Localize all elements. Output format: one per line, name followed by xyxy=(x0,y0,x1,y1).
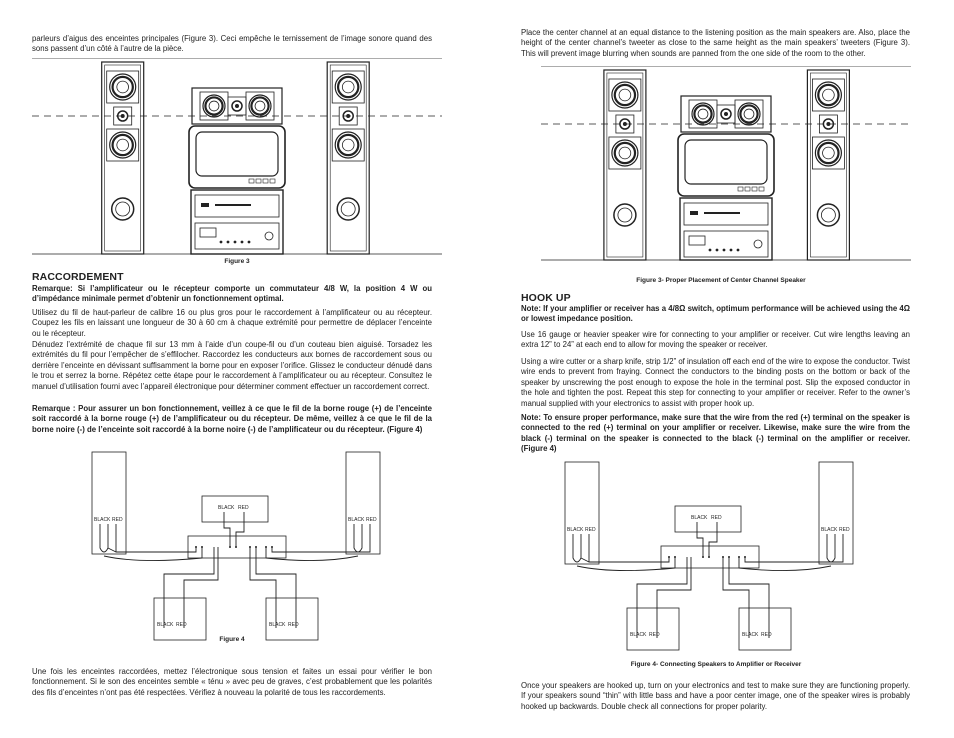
wire-left-rear xyxy=(163,547,219,628)
woofer-icon xyxy=(691,102,715,126)
terminal-label-red: RED xyxy=(176,622,187,628)
terminal-label-red: RED xyxy=(711,515,722,521)
polarity-remark: Note: To ensure proper performance, make… xyxy=(521,413,910,454)
wire-center xyxy=(696,522,718,557)
dvd-player xyxy=(683,202,769,226)
equipment-rack xyxy=(190,189,284,255)
left-rear-speaker xyxy=(626,607,680,651)
woofer-icon xyxy=(334,131,362,159)
center-speaker xyxy=(201,495,269,523)
tweeter-icon xyxy=(720,108,732,120)
tweeter-icon xyxy=(342,110,354,122)
wire-center xyxy=(223,512,245,547)
figure-3-placement-diagram xyxy=(541,66,911,261)
left-rear-speaker xyxy=(153,597,207,641)
television xyxy=(188,125,286,189)
strip-paragraph: Dénudez l’extrémité de chaque fil sur 13… xyxy=(32,340,432,391)
woofer-icon xyxy=(248,94,272,118)
right-front-speaker xyxy=(818,461,854,565)
woofer-icon xyxy=(737,102,761,126)
port-icon xyxy=(110,197,135,221)
center-speaker xyxy=(674,505,742,533)
terminal-label-black: BLACK xyxy=(94,517,111,523)
terminal-label-black: BLACK xyxy=(567,527,584,533)
equipment-rack xyxy=(679,197,773,261)
terminal-label-black: BLACK xyxy=(157,622,174,628)
wire-right-front xyxy=(738,534,844,572)
wire-right-front xyxy=(265,524,371,562)
terminal-label-red: RED xyxy=(761,632,772,638)
figure-4-caption: Figure 4- Connecting Speakers to Amplifi… xyxy=(630,661,802,668)
test-paragraph: Once your speakers are hooked up, turn o… xyxy=(521,681,910,711)
woofer-icon xyxy=(109,131,137,159)
terminal-label-black: BLACK xyxy=(742,632,759,638)
right-rear-speaker xyxy=(738,607,792,651)
port-icon xyxy=(613,203,637,227)
section-heading: RACCORDEMENT xyxy=(32,271,124,283)
wire-right-rear xyxy=(722,557,770,638)
receiver xyxy=(194,222,280,250)
test-paragraph: Une fois les enceintes raccordées, mette… xyxy=(32,667,432,697)
terminal-label-red: RED xyxy=(366,517,377,523)
figure-3-caption: Figure 3- Proper Placement of Center Cha… xyxy=(636,277,806,284)
polarity-remark: Remarque : Pour assurer un bon fonctionn… xyxy=(32,404,432,434)
impedance-note: Note: If your amplifier or receiver has … xyxy=(521,304,910,324)
left-front-speaker xyxy=(564,461,600,565)
strip-paragraph: Using a wire cutter or a sharp knife, st… xyxy=(521,357,910,408)
terminal-label-black: BLACK xyxy=(691,515,708,521)
intro-paragraph: Place the center channel at an equal dis… xyxy=(521,28,910,58)
dvd-player xyxy=(194,194,280,218)
volume-knob xyxy=(264,231,274,241)
port-icon xyxy=(336,197,360,221)
tv-screen xyxy=(195,131,279,177)
terminal-label-red: RED xyxy=(112,517,123,523)
terminal-label-black: BLACK xyxy=(218,505,235,511)
terminal-label-black: BLACK xyxy=(821,527,838,533)
terminal-label-red: RED xyxy=(585,527,596,533)
tweeter-icon xyxy=(231,100,243,112)
woofer-icon xyxy=(202,94,226,118)
tower-speaker xyxy=(603,69,647,261)
terminal-label-red: RED xyxy=(288,622,299,628)
terminal-label-red: RED xyxy=(649,632,660,638)
right-front-speaker xyxy=(345,451,381,555)
woofer-icon xyxy=(814,139,842,167)
woofer-icon xyxy=(611,81,639,109)
right-rear-speaker xyxy=(265,597,319,641)
figure-3-caption: Figure 3 xyxy=(224,258,250,265)
wire-left-front xyxy=(572,534,676,572)
receiver xyxy=(683,230,769,258)
terminal-label-black: BLACK xyxy=(348,517,365,523)
tower-speaker xyxy=(806,69,850,261)
woofer-icon xyxy=(334,73,362,101)
wire-paragraph: Use 16 gauge or heavier speaker wire for… xyxy=(521,330,910,350)
terminal-label-black: BLACK xyxy=(269,622,286,628)
terminal-label-red: RED xyxy=(839,527,850,533)
wire-left-front xyxy=(99,524,203,562)
port-icon xyxy=(816,203,841,227)
wire-left-rear xyxy=(636,557,692,638)
tv-screen xyxy=(684,139,768,185)
intro-paragraph: parleurs d’aigus des enceintes principal… xyxy=(32,34,432,54)
woofer-icon xyxy=(109,73,137,101)
figure-4-caption: Figure 4 xyxy=(219,636,245,643)
figure-3-placement-diagram xyxy=(32,58,442,255)
television xyxy=(677,133,775,197)
terminal-label-black: BLACK xyxy=(630,632,647,638)
woofer-icon xyxy=(814,81,842,109)
volume-knob xyxy=(753,239,763,249)
woofer-icon xyxy=(611,139,639,167)
wire-right-rear xyxy=(249,547,297,628)
impedance-note: Remarque: Si l’amplificateur ou le récep… xyxy=(32,284,432,304)
left-front-speaker xyxy=(91,451,127,555)
terminal-label-red: RED xyxy=(238,505,249,511)
wire-paragraph: Utilisez du fil de haut-parleur de calib… xyxy=(32,308,432,338)
section-heading: HOOK UP xyxy=(521,292,571,304)
